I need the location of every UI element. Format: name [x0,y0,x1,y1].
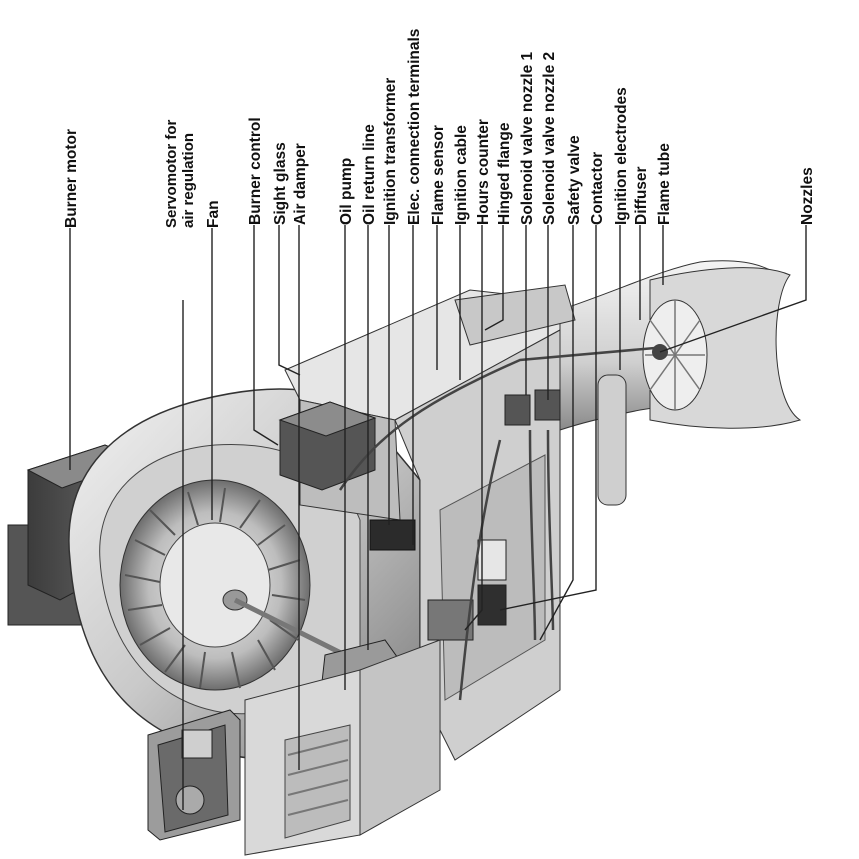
label-contactor: Contactor [589,152,606,225]
leader-sight-glass [278,225,301,376]
front-panel-drawing [244,639,441,856]
label-solenoid-valve-nozzle-2: Solenoid valve nozzle 2 [541,52,558,225]
label-hinged-flange: Hinged flange [496,122,513,225]
servomotor-drawing [147,709,241,841]
label-ignition-electrodes: Ignition electrodes [613,87,630,225]
label-safety-valve: Safety valve [566,135,583,225]
label-diffuser: Diffuser [633,166,650,225]
label-air-damper: Air damper [292,143,309,225]
label-burner-control: Burner control [247,117,264,225]
flame-tube-drawing [559,260,802,431]
label-flame-tube: Flame tube [656,143,673,225]
burner-illustration [7,260,802,856]
label-hours-counter: Hours counter [475,119,492,225]
label-oil-return-line: Oil return line [361,124,378,225]
leader-nozzles [659,225,807,353]
label-fan: Fan [205,200,222,228]
fan-wheel-drawing [119,479,347,691]
leader-safety-valve [539,225,574,641]
label-ignition-transformer: Ignition transformer [382,78,399,225]
label-oil-pump: Oil pump [338,158,355,225]
label-solenoid-valve-nozzle-1: Solenoid valve nozzle 1 [519,51,536,225]
label-burner-motor: Burner motor [63,129,80,228]
label-nozzles: Nozzles [799,167,816,225]
leader-contactor [499,225,597,611]
leader-lines [69,225,807,810]
label-ignition-cable: Ignition cable [453,125,470,225]
label-flame-sensor: Flame sensor [430,125,447,225]
label-sight-glass: Sight glass [272,142,289,225]
leader-hinged-flange [484,225,504,331]
label-servomotor-line2: air regulation [180,133,197,228]
labels: Burner motor Servomotor for air regulati… [63,29,816,228]
leader-hours-counter [464,225,483,631]
burner-control-drawing [278,401,377,491]
label-elec-connection-terminals: Elec. connection terminals [406,29,423,225]
label-servomotor-line1: Servomotor for [163,119,180,228]
leader-burner-control [253,225,279,446]
